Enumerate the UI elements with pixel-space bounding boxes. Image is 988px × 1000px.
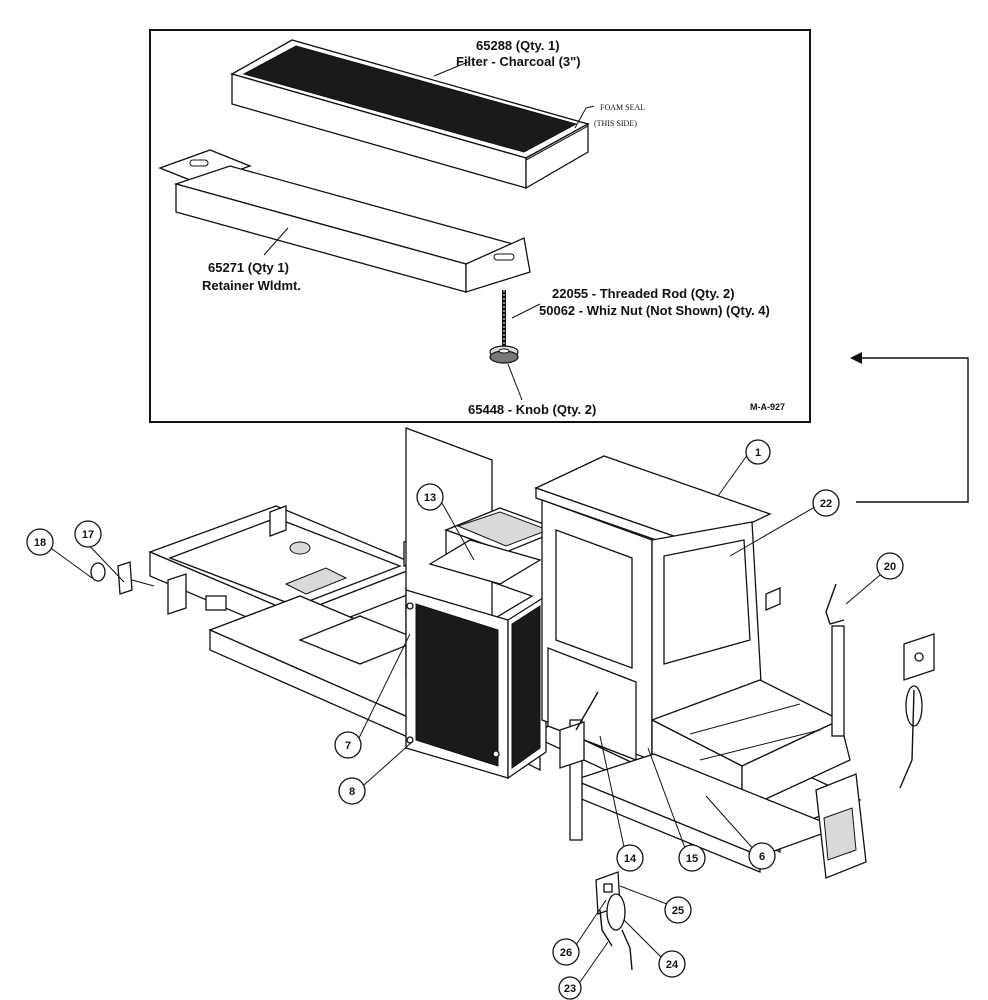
bottom-mirror-assembly xyxy=(595,871,633,971)
threaded-rod-label: 22055 - Threaded Rod (Qty. 2) xyxy=(552,286,735,301)
knob-label: 65448 - Knob (Qty. 2) xyxy=(468,402,596,417)
callout-label: 15 xyxy=(686,853,698,865)
left-mirror-post xyxy=(559,691,599,841)
callout-label: 18 xyxy=(34,537,46,549)
callout-leaders xyxy=(47,453,887,986)
foam-seal-side-note: (THIS SIDE) xyxy=(594,119,637,128)
foam-seal-leader xyxy=(574,105,595,129)
drawing-code: M-A-927 xyxy=(750,402,785,412)
knob-leader xyxy=(507,363,523,401)
callout-8: 8 xyxy=(338,777,366,805)
filter-housing xyxy=(428,507,562,585)
callout-label: 7 xyxy=(345,740,351,752)
callout-24: 24 xyxy=(658,950,686,978)
retainer-weldment-illustration xyxy=(158,149,531,293)
threaded-rod-and-knob-illustration xyxy=(489,290,519,364)
callout-23: 23 xyxy=(558,976,582,1000)
inset-pointer-arrow xyxy=(850,352,969,503)
right-mirror-assembly xyxy=(825,583,935,789)
callout-label: 17 xyxy=(82,529,94,541)
filter-description: Filter - Charcoal (3") xyxy=(456,54,581,69)
foam-seal-note: FOAM SEAL xyxy=(600,103,645,112)
callout-14: 14 xyxy=(616,844,644,872)
callout-7: 7 xyxy=(334,731,362,759)
charcoal-filter-illustration xyxy=(230,39,590,190)
callout-26: 26 xyxy=(552,938,580,966)
callout-22: 22 xyxy=(812,489,840,517)
callout-1: 1 xyxy=(745,439,771,465)
callout-label: 14 xyxy=(624,853,637,865)
callout-6: 6 xyxy=(748,842,776,870)
retainer-leader xyxy=(263,227,289,256)
callout-17: 17 xyxy=(74,520,102,548)
whiz-nut-label: 50062 - Whiz Nut (Not Shown) (Qty. 4) xyxy=(539,303,770,318)
machine-illustration xyxy=(90,427,935,971)
callout-label: 1 xyxy=(755,447,761,459)
callout-label: 20 xyxy=(884,561,896,573)
filter-leader xyxy=(433,61,469,77)
callout-label: 26 xyxy=(560,947,572,959)
retainer-description: Retainer Wldmt. xyxy=(202,278,301,293)
callout-label: 8 xyxy=(349,786,355,798)
callout-label: 22 xyxy=(820,498,832,510)
retainer-part-number: 65271 (Qty 1) xyxy=(208,260,289,275)
callout-18: 18 xyxy=(26,528,54,556)
callout-label: 13 xyxy=(424,492,436,504)
callout-13: 13 xyxy=(416,483,444,511)
inset-panel: 65288 (Qty. 1) Filter - Charcoal (3") FO… xyxy=(149,29,811,423)
callout-label: 24 xyxy=(666,959,679,971)
callout-15: 15 xyxy=(678,844,706,872)
front-step xyxy=(815,773,867,879)
filter-part-number: 65288 (Qty. 1) xyxy=(476,38,560,53)
callout-label: 6 xyxy=(759,851,765,863)
radiator-grille xyxy=(404,427,547,780)
callout-25: 25 xyxy=(664,896,692,924)
callout-label: 25 xyxy=(672,905,684,917)
rear-left-mirror xyxy=(90,561,155,595)
callout-label: 23 xyxy=(564,983,576,995)
rod-leader xyxy=(511,303,541,319)
callout-20: 20 xyxy=(876,552,904,580)
